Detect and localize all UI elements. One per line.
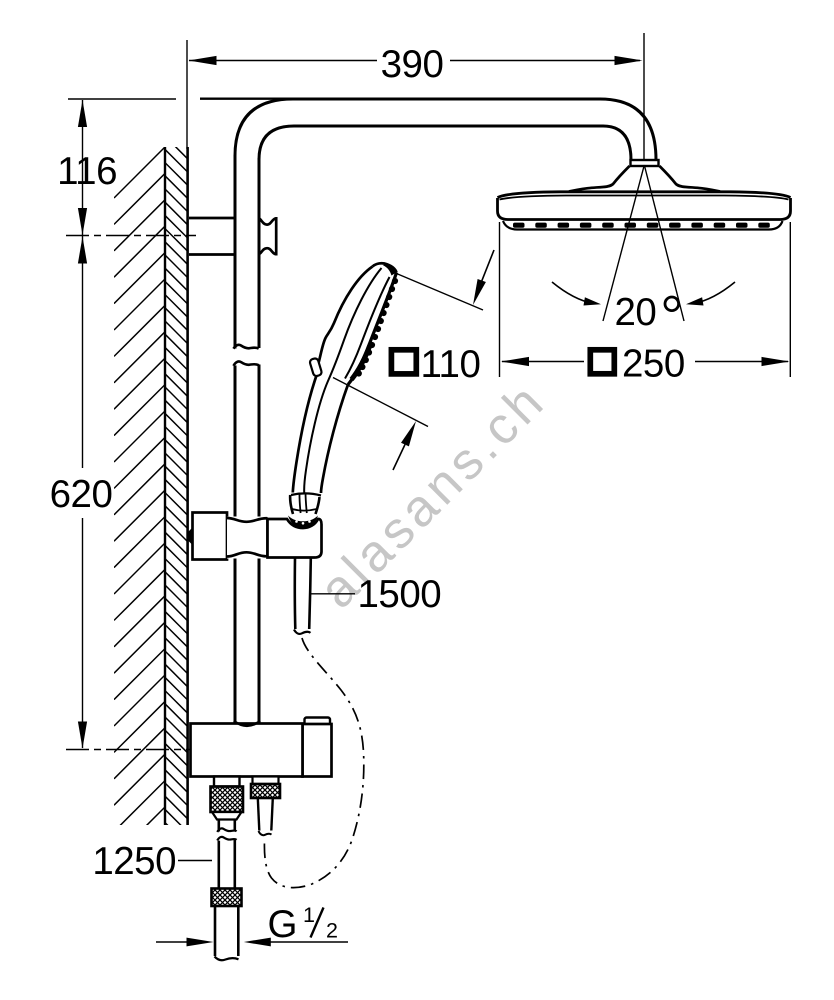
svg-text:110: 110	[421, 343, 481, 386]
svg-text:G: G	[268, 903, 298, 946]
svg-text:1500: 1500	[358, 573, 442, 616]
svg-text:1: 1	[303, 903, 315, 927]
svg-text:1250: 1250	[92, 840, 176, 883]
svg-text:620: 620	[50, 473, 113, 516]
svg-text:116: 116	[57, 150, 117, 193]
svg-text:390: 390	[381, 43, 444, 86]
svg-text:250: 250	[622, 343, 685, 386]
svg-text:2: 2	[326, 919, 338, 943]
svg-text:20: 20	[615, 291, 657, 334]
